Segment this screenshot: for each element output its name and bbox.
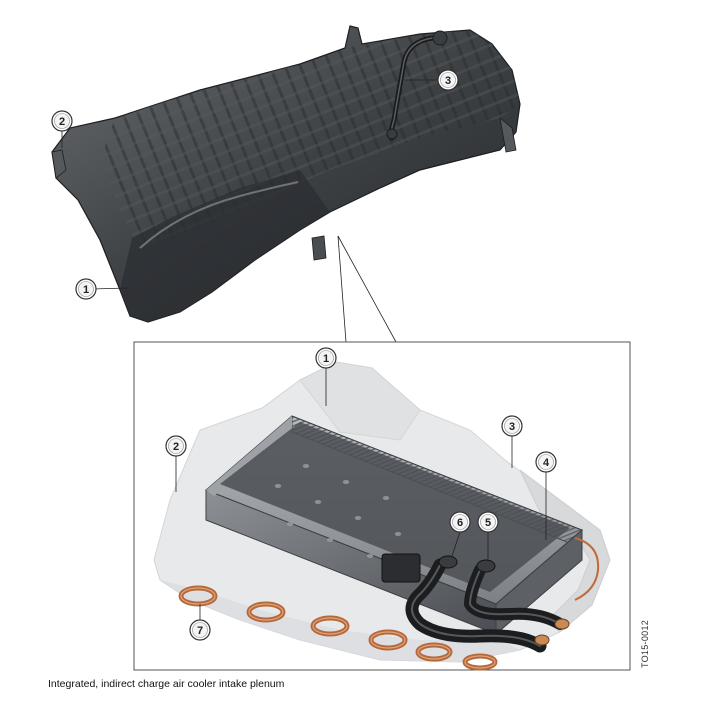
callouts-top: 1 2 3 [51,69,459,300]
callout-detail-2: 2 [165,435,187,457]
callout-leader [91,287,129,290]
callout-label: 3 [445,75,451,87]
intake-plenum-illustration [51,25,521,323]
callout-detail-7: 7 [189,619,211,641]
callout-leader [451,531,461,557]
callout-label: 6 [457,517,463,529]
callout-detail-6: 6 [449,511,471,533]
detail-view: 1 2 3 4 [133,341,631,671]
callouts-detail: 1 2 3 4 [165,347,557,641]
callout-detail-1: 1 [315,347,337,369]
figure-caption: Integrated, indirect charge air cooler i… [48,678,285,690]
callout-label: 4 [543,457,550,469]
callout-label: 5 [485,517,491,529]
callout-detail-3: 3 [501,415,523,437]
reference-code: TO15-0012 [640,619,650,668]
callout-label: 2 [59,116,65,128]
coolant-pipes [381,553,570,653]
callout-label: 3 [509,421,515,433]
callout-label: 7 [197,625,203,637]
zoom-connector [337,235,397,343]
callout-detail-4: 4 [535,451,557,473]
callout-label: 1 [323,353,329,365]
callout-top-1: 1 [75,278,97,300]
callout-label: 1 [83,284,89,296]
callout-top-3: 3 [437,69,459,91]
callout-top-2: 2 [51,110,73,132]
callout-label: 2 [173,441,179,453]
callout-detail-5: 5 [477,511,499,533]
